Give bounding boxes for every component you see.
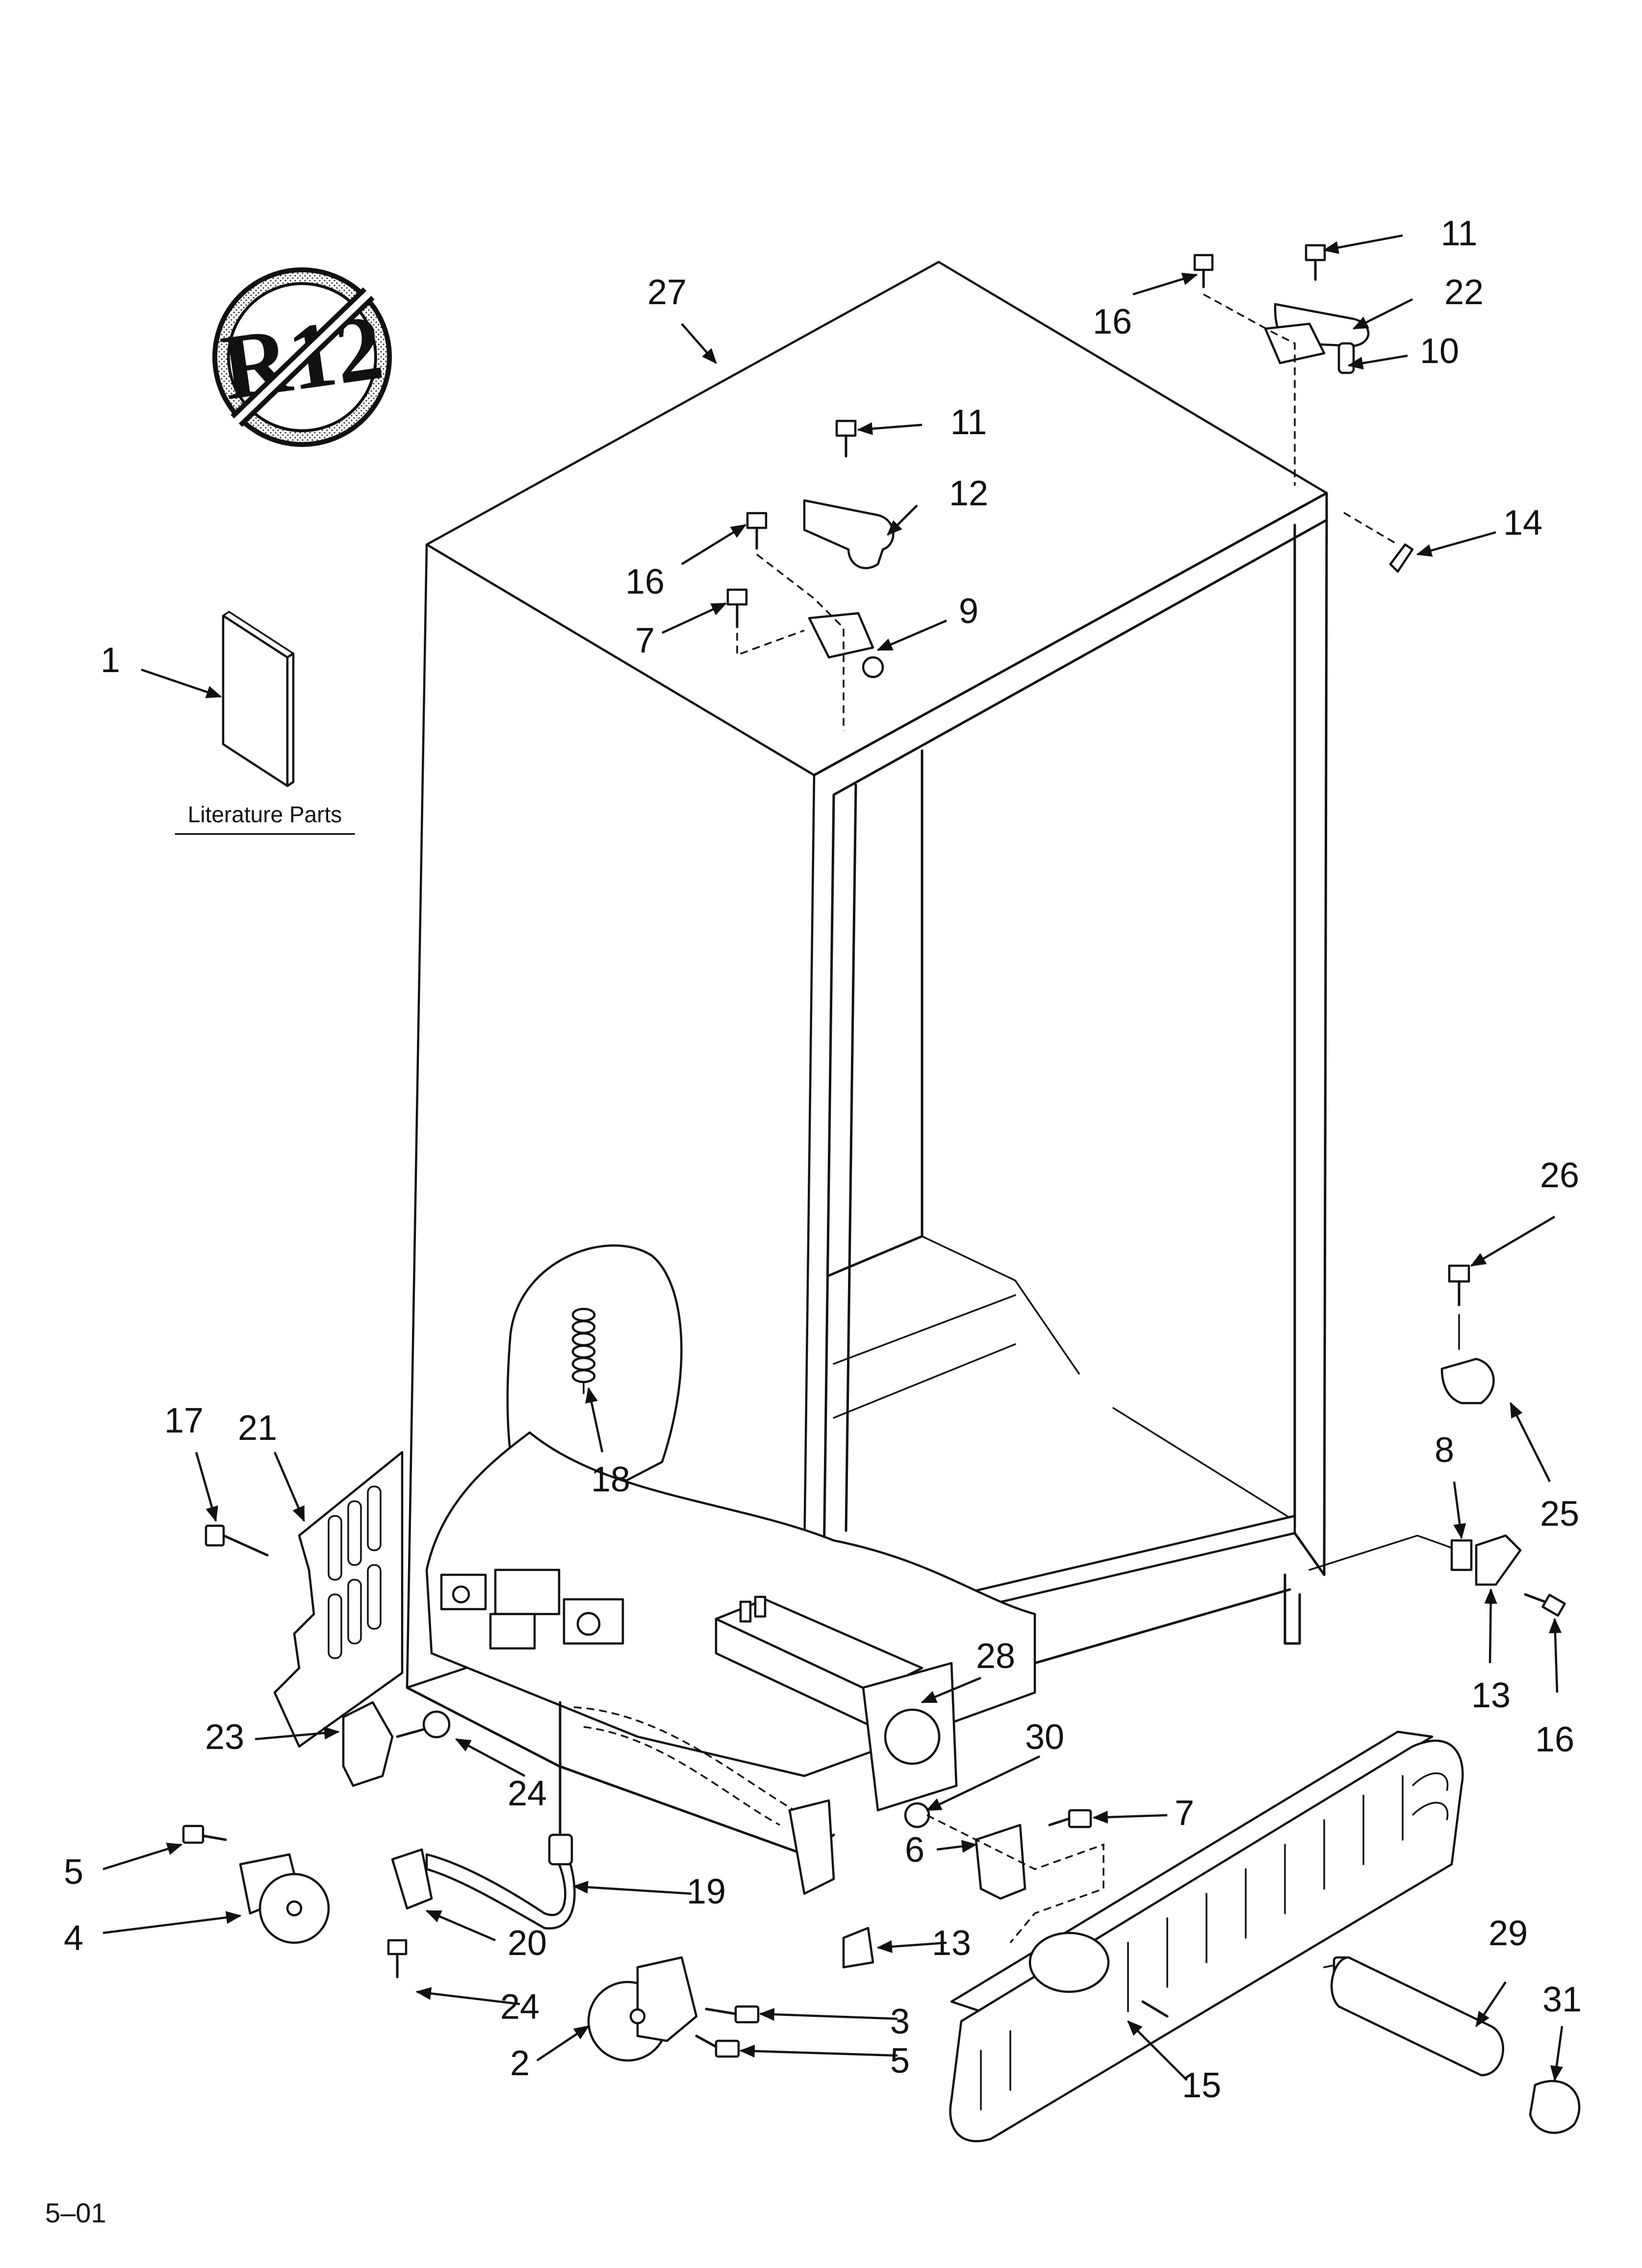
clip-23: [342, 1701, 394, 1787]
screw-16-bottom-right: [1524, 1593, 1566, 1617]
screw-24-upper: [396, 1710, 451, 1739]
water-valve-assembly: [440, 1568, 624, 1650]
callout-28: 28: [976, 1637, 1015, 1676]
callout-11-mid: 11: [950, 403, 987, 442]
screw-3: [705, 2005, 760, 2024]
callout-11-top: 11: [1441, 214, 1478, 253]
tube-clamp-20: [391, 1848, 433, 1910]
page-code: 5–01: [45, 2197, 106, 2228]
hinge-bottom-right: [1475, 1534, 1522, 1586]
callout-8: 8: [1435, 1431, 1454, 1470]
callout-29: 29: [1488, 1914, 1528, 1953]
screw-5-left: [182, 1825, 227, 1844]
callout-30: 30: [1025, 1718, 1064, 1757]
callout-15: 15: [1182, 2066, 1221, 2105]
callout-1: 1: [101, 641, 120, 680]
callout-9: 9: [959, 592, 978, 631]
screw-26: [1448, 1264, 1470, 1306]
callout-3: 3: [890, 2002, 910, 2041]
literature-label: Literature Parts: [188, 802, 342, 827]
literature-booklet: Literature Parts: [175, 611, 355, 835]
callout-4: 4: [64, 1919, 83, 1958]
callout-27: 27: [647, 273, 687, 312]
callout-16-bottom: 16: [1535, 1720, 1574, 1759]
no-r12-logo: R12: [212, 267, 392, 447]
callout-12: 12: [949, 474, 988, 513]
callout-labels: 1 27 11 16 22 10 11 12 14 16 9 7 26 8 25…: [64, 214, 1582, 2105]
spring-part: [571, 1307, 596, 1394]
callout-26: 26: [1540, 1156, 1579, 1195]
callout-7-mid: 7: [635, 621, 655, 660]
callout-16-top: 16: [1093, 302, 1132, 341]
top-hinge-left: [808, 612, 874, 659]
bracket-8: [1450, 1539, 1473, 1571]
bracket-6: [975, 1824, 1026, 1900]
callout-13-right: 13: [1471, 1676, 1511, 1715]
screw-24-lower: [387, 1939, 408, 1979]
base-grille-15: [949, 1730, 1464, 2142]
hinge-13-mid: [842, 1927, 874, 1969]
callout-21: 21: [238, 1408, 277, 1448]
callout-17: 17: [164, 1401, 204, 1440]
door-closing-cam: [1440, 1357, 1495, 1405]
callout-24-upper: 24: [508, 1774, 547, 1813]
callout-23: 23: [205, 1718, 244, 1757]
leader-lines: [103, 234, 1564, 2082]
callout-31: 31: [1542, 1980, 1582, 2019]
screw-16-top: [1193, 254, 1214, 288]
callout-16-mid: 16: [625, 562, 665, 601]
callout-7-right: 7: [1175, 1794, 1194, 1833]
roller-4: [239, 1853, 330, 1944]
callout-10: 10: [1420, 332, 1459, 371]
side-grille-21: [273, 1451, 404, 1748]
callout-5-left: 5: [64, 1852, 83, 1892]
callout-2: 2: [510, 2044, 530, 2083]
screw-11-top: [1305, 244, 1326, 281]
screw-7-right: [1048, 1809, 1092, 1828]
screw-11-mid: [835, 419, 857, 458]
lower-cabinet: [406, 1686, 835, 1895]
water-filter-29: [1323, 1956, 1504, 2077]
screw-5-right: [695, 2034, 740, 2058]
screw-16-mid: [746, 512, 768, 550]
screw-17: [205, 1524, 269, 1557]
callout-14: 14: [1503, 503, 1542, 543]
grommet-30: [904, 1802, 930, 1828]
roller-2: [587, 1956, 698, 2062]
callout-25: 25: [1540, 1494, 1579, 1534]
water-tube-19: [425, 1853, 576, 1929]
callout-13-mid: 13: [932, 1924, 971, 1963]
callout-20: 20: [508, 1924, 547, 1963]
callout-19: 19: [687, 1872, 726, 1911]
filter-cap-31: [1529, 2080, 1581, 2134]
callout-5-right: 5: [890, 2041, 910, 2081]
callout-18: 18: [591, 1460, 630, 1499]
screw-7-mid: [726, 588, 748, 628]
callout-6: 6: [905, 1830, 924, 1870]
callout-24-lower: 24: [500, 1987, 539, 2027]
callout-22: 22: [1444, 273, 1484, 312]
hinge-pin-14: [1389, 543, 1414, 573]
